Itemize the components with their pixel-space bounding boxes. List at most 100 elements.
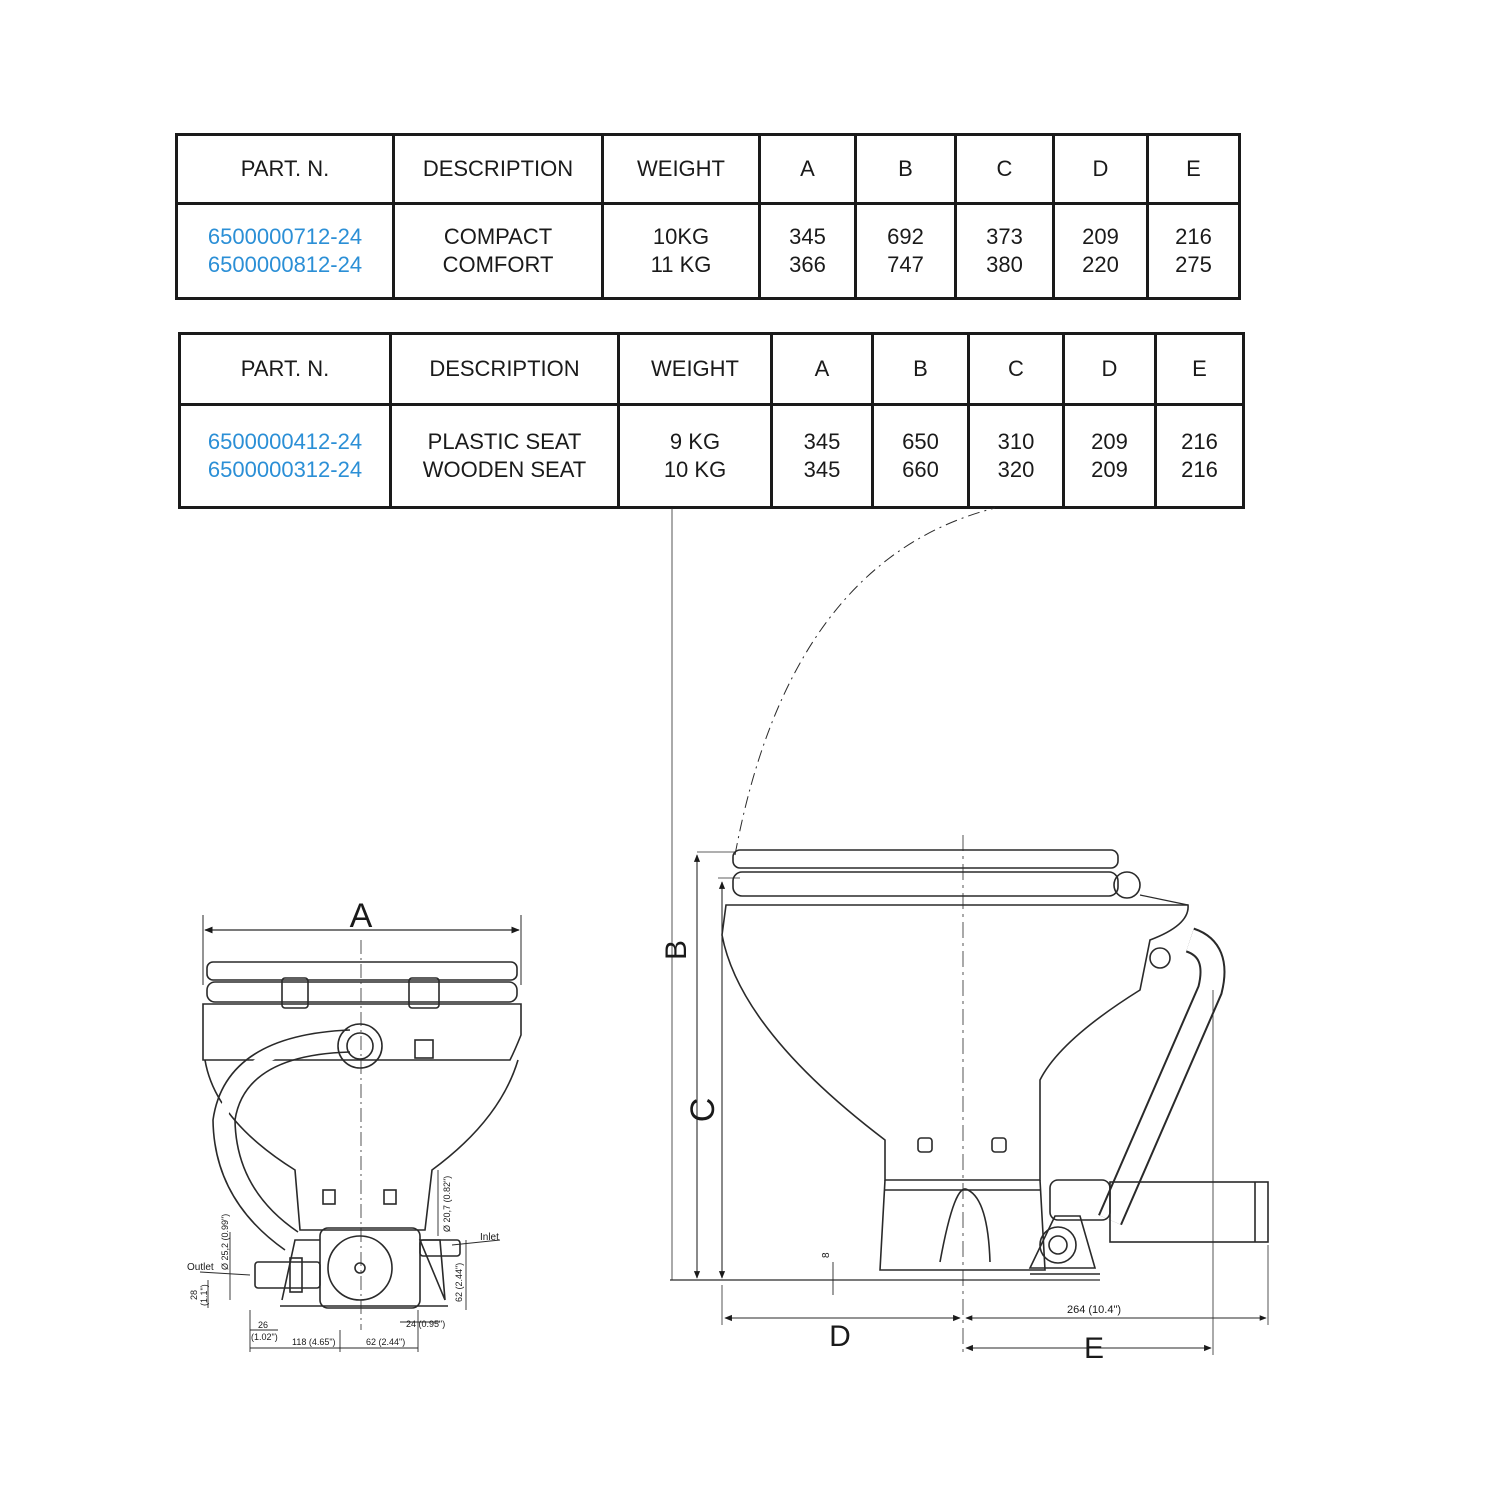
width-26-label: 26	[258, 1320, 268, 1330]
base-bolt	[383, 1189, 397, 1205]
side-bowl	[721, 904, 1189, 1181]
cell-description: PLASTIC SEAT WOODEN SEAT	[389, 403, 620, 509]
cell-d: 209 209	[1062, 403, 1157, 509]
side-bolt	[917, 1137, 933, 1153]
header-a: A	[770, 332, 874, 406]
outlet-diameter-label: Ø 25,2 (0.99")	[220, 1214, 230, 1270]
header-a: A	[758, 133, 857, 205]
a-value: 345	[803, 457, 841, 482]
lid-swing-arc	[734, 507, 996, 856]
b-value: 650	[902, 429, 939, 454]
side-view	[670, 507, 1269, 1355]
width-24-label: 24 (0.95")	[406, 1319, 445, 1329]
height-28-label: 28	[189, 1290, 199, 1300]
hose-loop-inner	[234, 1051, 351, 1233]
width-26-inch-label: (1.02")	[251, 1332, 278, 1342]
header-b: B	[854, 133, 957, 205]
outlet-leader	[199, 1271, 251, 1276]
header-part-number: PART. N.	[175, 133, 395, 205]
weight-value: 9 KG	[669, 429, 721, 454]
pump-port-inner	[1048, 1235, 1068, 1255]
seat-lid	[206, 961, 518, 981]
pump-port-outer	[1039, 1226, 1077, 1264]
header-c: C	[967, 332, 1065, 406]
table-row: 6500000412-24 6500000312-24 PLASTIC SEAT…	[178, 403, 1245, 509]
width-118-label: 118 (4.65")	[292, 1337, 336, 1347]
bowl-body	[204, 1059, 519, 1231]
cell-a: 345 345	[770, 403, 874, 509]
d-value: 209	[1091, 429, 1128, 454]
c-value: 373	[986, 224, 1023, 249]
seat-ring	[206, 981, 518, 1003]
cell-c: 373 380	[954, 202, 1055, 300]
rim-bolt	[414, 1039, 434, 1059]
part-number-link[interactable]: 6500000712-24	[207, 224, 363, 249]
weight-value: 10 KG	[663, 457, 727, 482]
part-number-link[interactable]: 6500000412-24	[207, 429, 363, 454]
inlet-diameter-label: Ø 20,7 (0.82")	[442, 1176, 452, 1232]
b-value: 747	[887, 252, 924, 277]
cell-b: 692 747	[854, 202, 957, 300]
hinge-right	[408, 977, 440, 1009]
pump-cover	[327, 1235, 393, 1301]
outlet-label: Outlet	[187, 1262, 214, 1273]
bowl-rim	[202, 1003, 522, 1061]
d-value: 209	[1091, 457, 1128, 482]
hinge-left	[281, 977, 309, 1009]
description-value: COMPACT	[443, 224, 553, 249]
table-row: 6500000712-24 6500000812-24 COMPACT COMF…	[175, 202, 1241, 300]
cell-d: 209 220	[1052, 202, 1149, 300]
inlet-pipe	[419, 1239, 461, 1257]
dim-e-label: E	[1084, 1332, 1104, 1365]
side-hinge	[1113, 871, 1141, 899]
cell-c: 310 320	[967, 403, 1065, 509]
header-weight: WEIGHT	[617, 332, 773, 406]
inlet-fitting-inner	[346, 1032, 374, 1060]
part-number-link[interactable]: 6500000812-24	[207, 252, 363, 277]
height-62-label: 62 (2.44")	[454, 1263, 464, 1302]
a-value: 366	[789, 252, 826, 277]
cell-e: 216 275	[1146, 202, 1241, 300]
side-pedestal	[879, 1179, 1046, 1271]
c-value: 380	[986, 252, 1023, 277]
pedestal-arch	[939, 1188, 991, 1263]
hose-loop-outer	[212, 1029, 351, 1251]
weight-value: 11 KG	[650, 252, 712, 277]
cell-part-number: 6500000712-24 6500000812-24	[175, 202, 395, 300]
spec-table-1: PART. N. DESCRIPTION WEIGHT A B C D E 65…	[175, 133, 1241, 300]
header-c: C	[954, 133, 1055, 205]
cell-description: COMPACT COMFORT	[392, 202, 604, 300]
spec-table-2: PART. N. DESCRIPTION WEIGHT A B C D E 65…	[178, 332, 1245, 509]
side-seat-lid	[732, 849, 1119, 869]
c-value: 310	[997, 429, 1035, 454]
height-28-inch-label: (1.1")	[199, 1284, 209, 1306]
c-value: 320	[997, 457, 1035, 482]
weight-value: 10KG	[652, 224, 710, 249]
dim-b-label: B	[660, 940, 693, 960]
header-description: DESCRIPTION	[389, 332, 620, 406]
b-value: 692	[887, 224, 924, 249]
hose-loop-fill	[216, 1035, 351, 1245]
part-number-link[interactable]: 6500000312-24	[207, 457, 363, 482]
header-e: E	[1146, 133, 1241, 205]
dim-c-label: C	[684, 1098, 722, 1123]
d-value: 209	[1082, 224, 1119, 249]
header-description: DESCRIPTION	[392, 133, 604, 205]
header-e: E	[1154, 332, 1245, 406]
side-rim-back	[1139, 894, 1189, 906]
e-value: 275	[1175, 252, 1212, 277]
header-d: D	[1052, 133, 1149, 205]
a-value: 345	[789, 224, 826, 249]
pump-bracket	[1028, 1215, 1097, 1269]
dim-a-label: A	[350, 897, 373, 935]
header-d: D	[1062, 332, 1157, 406]
table-header-row: PART. N. DESCRIPTION WEIGHT A B C D E	[175, 133, 1241, 205]
inlet-fitting-outer	[337, 1023, 383, 1069]
cell-a: 345 366	[758, 202, 857, 300]
e-value: 216	[1181, 457, 1218, 482]
description-value: WOODEN SEAT	[422, 457, 587, 482]
d-value: 220	[1082, 252, 1119, 277]
dim-8-label: 8	[821, 1252, 832, 1258]
dim-264-label: 264 (10.4")	[1067, 1304, 1121, 1316]
side-inlet-fitting	[1149, 947, 1171, 969]
